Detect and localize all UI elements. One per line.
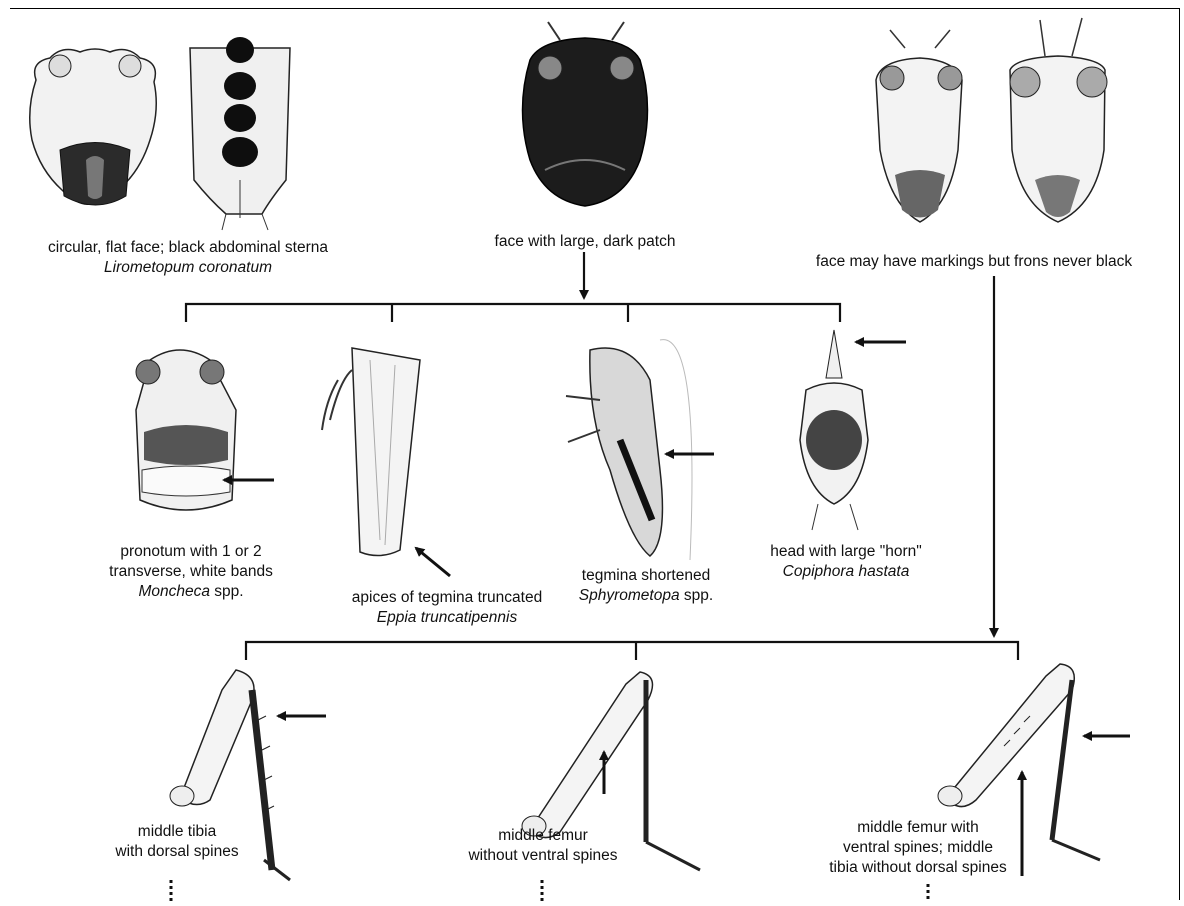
eppia-tegmina-illustration — [322, 348, 420, 556]
species-name: Sphyrometopa — [579, 587, 680, 604]
pale-face-dorsal-illustration — [876, 30, 962, 222]
species-name: Eppia truncatipennis — [322, 608, 572, 628]
continuation-dots — [171, 880, 928, 902]
caption-text: pronotum with 1 or 2 — [96, 542, 286, 562]
caption-text-3: tibia without dorsal spines — [808, 858, 1028, 878]
dark-patch-face-illustration — [523, 22, 648, 206]
caption-eppia: apices of tegmina truncated Eppia trunca… — [322, 588, 572, 628]
copiphora-head-illustration — [800, 330, 868, 530]
species-name: Lirometopum coronatum — [18, 258, 358, 278]
leg-ventral-arrows — [1022, 736, 1130, 876]
pale-face-frontal-illustration — [1010, 18, 1107, 222]
eppia-arrow — [416, 548, 450, 576]
species-suffix: spp. — [210, 583, 244, 600]
caption-text: middle femur — [448, 826, 638, 846]
caption-text: circular, flat face; black abdominal ste… — [48, 239, 328, 256]
caption-text: face with large, dark patch — [495, 233, 676, 250]
caption-dark-patch: face with large, dark patch — [460, 232, 710, 252]
moncheca-pronotum-illustration — [136, 350, 236, 510]
caption-text: head with large "horn" — [766, 542, 926, 562]
caption-lirometopum: circular, flat face; black abdominal ste… — [18, 238, 358, 278]
caption-text: middle tibia — [112, 822, 242, 842]
caption-text-2: transverse, white bands — [96, 562, 286, 582]
species-name: Copiphora hastata — [766, 562, 926, 582]
species-name: Moncheca — [138, 583, 210, 600]
lirometopum-face-illustration — [30, 49, 157, 205]
caption-sphyrometopa: tegmina shortened Sphyrometopa spp. — [556, 566, 736, 606]
caption-dorsal-spines: middle tibia with dorsal spines — [112, 822, 242, 862]
caption-copiphora: head with large "horn" Copiphora hastata — [766, 542, 926, 582]
sphyrometopa-body-illustration — [566, 340, 692, 560]
species-suffix: spp. — [680, 587, 714, 604]
caption-text-2: ventral spines; middle — [808, 838, 1028, 858]
caption-text-2: without ventral spines — [448, 846, 638, 866]
caption-text-2: with dorsal spines — [112, 842, 242, 862]
caption-text: tegmina shortened — [556, 566, 736, 586]
caption-text: apices of tegmina truncated — [322, 588, 572, 608]
caption-text: face may have markings but frons never b… — [816, 253, 1132, 270]
abdominal-sterna-illustration — [190, 37, 290, 230]
caption-no-ventral-spines: middle femur without ventral spines — [448, 826, 638, 866]
caption-moncheca: pronotum with 1 or 2 transverse, white b… — [96, 542, 286, 602]
caption-text: middle femur with — [808, 818, 1028, 838]
caption-ventral-spines: middle femur with ventral spines; middle… — [808, 818, 1028, 878]
caption-pale-face: face may have markings but frons never b… — [794, 252, 1154, 272]
